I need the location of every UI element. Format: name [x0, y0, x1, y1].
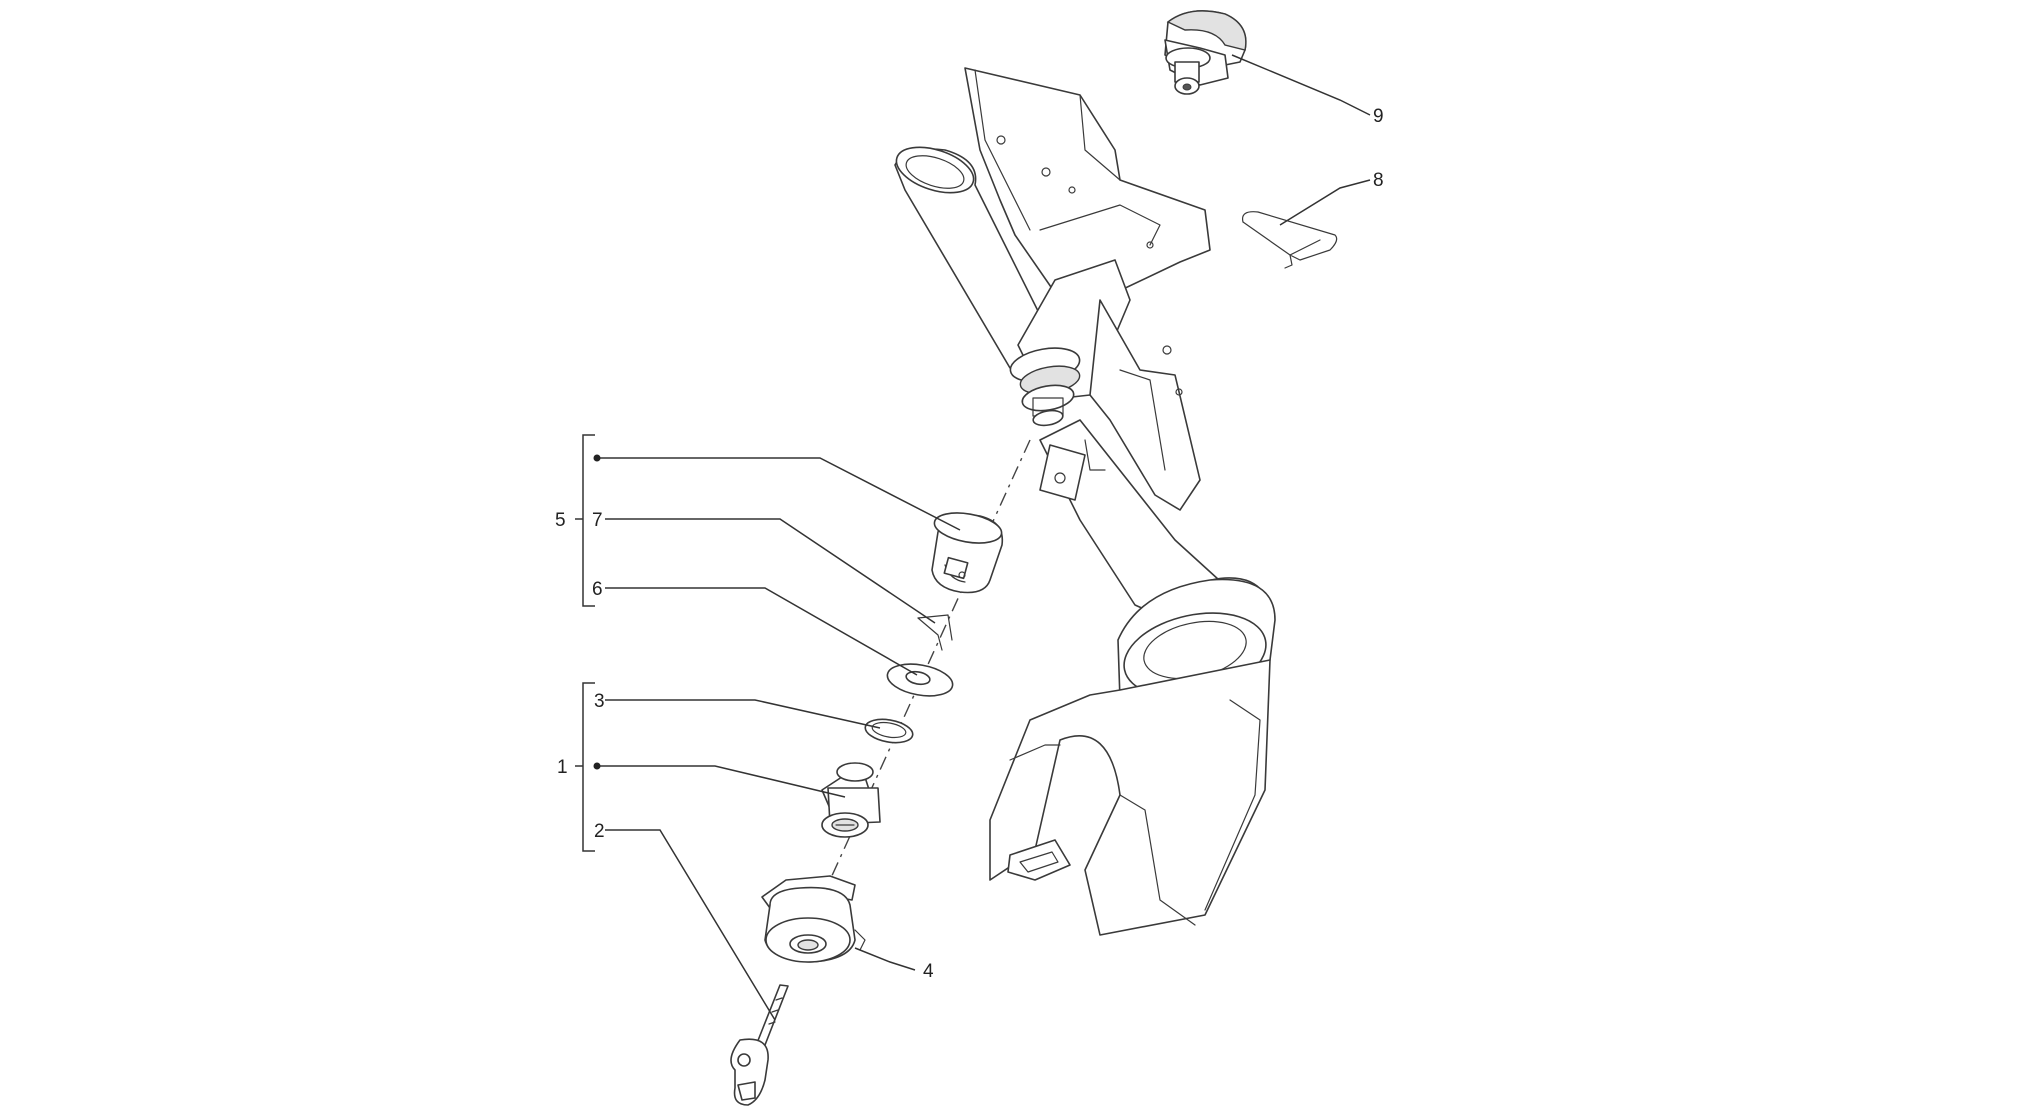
callout-labels: 9 8 5 7 6 3 1 2 4 — [555, 106, 1384, 982]
part-9-cap — [1164, 10, 1247, 95]
part-4-lock-body — [761, 875, 866, 963]
part-7-lock-housing — [931, 512, 1004, 594]
part-2-key — [730, 984, 789, 1106]
callout-7: 7 — [592, 510, 603, 531]
callout-6: 6 — [592, 579, 603, 600]
part-7-spring-clip — [917, 614, 953, 651]
part-1-lock-cylinder — [821, 762, 881, 838]
callout-8: 8 — [1373, 170, 1384, 191]
frame-steering-column — [894, 67, 1276, 936]
callout-4: 4 — [923, 961, 934, 982]
group-bracket-1 — [575, 682, 601, 852]
callout-2: 2 — [594, 821, 605, 842]
part-3-circlip — [864, 718, 914, 744]
group-bracket-5 — [575, 434, 601, 607]
callout-9: 9 — [1373, 106, 1384, 127]
leader-lines — [600, 54, 1371, 1021]
assembly-axis — [829, 439, 1031, 881]
part-8-clip — [1241, 211, 1338, 269]
callout-5: 5 — [555, 510, 566, 531]
part-6-washer — [886, 663, 954, 697]
callout-1: 1 — [557, 757, 568, 778]
callout-3: 3 — [594, 691, 605, 712]
